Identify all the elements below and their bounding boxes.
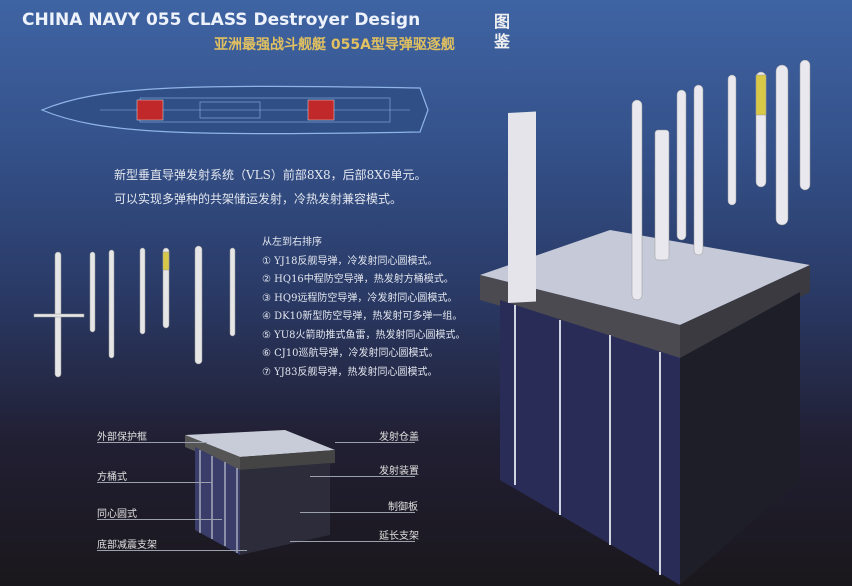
seal-label: 图鉴 [494, 12, 511, 51]
title-english: CHINA NAVY 055 CLASS Destroyer Design [22, 10, 421, 30]
label-launcher: 发射装置 [379, 466, 419, 477]
vls-rear-cells [307, 99, 335, 121]
missile-list: 从左到右排序 ① YJ18反舰导弹，冷发射同心圆模式。 ② HQ16中程防空导弹… [262, 234, 466, 382]
label-bottom-damper: 底部减震支架 [97, 540, 157, 551]
missile-list-item: ⑤ YU8火箭助推式鱼雷，热发射同心圆模式。 [262, 329, 466, 341]
missile-list-item: ⑥ CJ10巡航导弹，冷发射同心圆模式。 [262, 348, 439, 359]
vls-module-small [185, 430, 335, 555]
description-line-2: 可以实现多弹种的共架储运发射，冷热发射兼容模式。 [114, 192, 403, 206]
missile-list-item: ① YJ18反舰导弹，冷发射同心圆模式。 [262, 255, 438, 267]
label-outer-frame: 外部保护框 [97, 432, 147, 443]
missile-list-item: ⑦ YJ83反舰导弹，热发射同心圆模式。 [262, 366, 438, 378]
description-line-1: 新型垂直导弹发射系统（VLS）前部8X8，后部8X6单元。 [114, 168, 427, 182]
label-control-panel: 制御板 [388, 502, 418, 513]
label-square-canister: 方桶式 [97, 472, 127, 483]
label-hatch-cover: 发射仓盖 [379, 432, 419, 443]
missile-lineup [33, 245, 236, 378]
missile-list-item: ③ HQ9远程防空导弹，冷发射同心圆模式。 [262, 292, 458, 304]
vls-front-cells [136, 99, 164, 121]
missile-list-item: ② HQ16中程防空导弹，热发射方桶模式。 [262, 274, 454, 285]
missile-list-heading: 从左到右排序 [262, 237, 322, 248]
vls-module-large [480, 60, 811, 585]
missile-list-item: ④ DK10新型防空导弹，热发射可多弹一组。 [262, 311, 463, 322]
ship-deck-plan [40, 85, 429, 135]
label-concentric: 同心圆式 [97, 509, 137, 520]
title-chinese: 亚洲最强战斗舰艇 055A型导弹驱逐舰 [214, 37, 455, 53]
label-extension-support: 延长支架 [379, 531, 419, 542]
